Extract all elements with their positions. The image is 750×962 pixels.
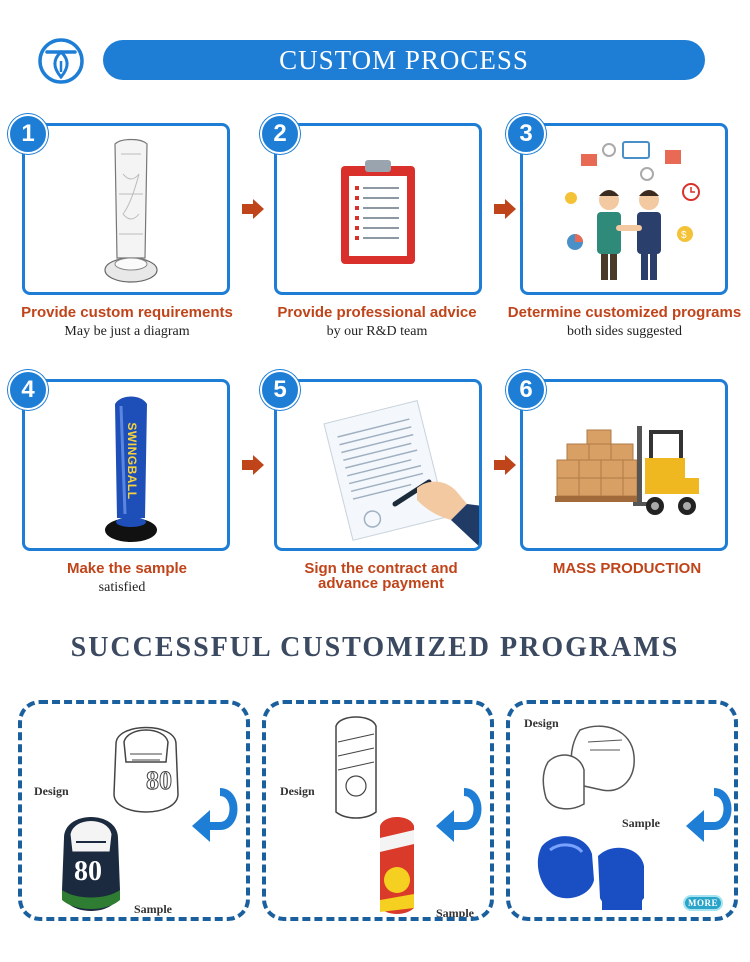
step-number-badge: 1 (8, 114, 48, 154)
step-title: Provide professional advice (277, 304, 477, 321)
sample-label: Sample (622, 816, 661, 830)
forklift-icon (551, 422, 703, 522)
turn-arrow-icon (682, 786, 734, 844)
step-title: Make the sample (66, 560, 188, 577)
clipboard-icon (339, 160, 417, 266)
more-button[interactable]: MORE (683, 895, 723, 911)
step-subtitle: satisfied (98, 580, 146, 595)
step-subtitle: May be just a diagram (64, 324, 190, 339)
design-sketch-icon (540, 720, 650, 816)
step-number-badge: 3 (506, 114, 546, 154)
page-title: CUSTOM PROCESS (279, 44, 529, 75)
step-number-badge: 6 (506, 370, 546, 410)
arrow-right-icon (242, 199, 264, 219)
step-number-badge: 4 (8, 370, 48, 410)
arrow-right-icon (494, 455, 516, 475)
arrow-right-icon (494, 199, 516, 219)
step-number-badge: 2 (260, 114, 300, 154)
step-subtitle: by our R&D team (326, 324, 428, 339)
design-label: Design (280, 784, 315, 798)
sample-product-icon: 80 (56, 804, 126, 917)
step-subtitle: both sides suggested (566, 324, 683, 339)
design-jersey-number: 80 (146, 766, 173, 796)
design-sketch-icon: 80 (106, 714, 186, 824)
design-label: Design (34, 784, 69, 798)
showcase-card-2: Design Sample (262, 700, 494, 921)
step-title: Determine customized programs (507, 304, 742, 321)
showcase-card-3: Design Sample (506, 700, 738, 921)
showcase-title: SUCCESSFUL CUSTOMIZED PROGRAMS (70, 632, 680, 663)
handshake-icon: $ (547, 136, 707, 286)
step-card-5 (274, 379, 482, 551)
design-label: Design (524, 716, 559, 730)
step-title: Provide custom requirements (21, 304, 233, 321)
turn-arrow-icon (432, 786, 486, 844)
showcase-card-1: 80 Design 80 Sample (18, 700, 250, 921)
contract-signing-icon (317, 400, 479, 548)
svg-text:$: $ (681, 230, 687, 241)
product-print-text: SWINGBALL (125, 422, 139, 500)
step-card-4: SWINGBALL (22, 379, 230, 551)
step-card-3: $ (520, 123, 728, 295)
step-card-1 (22, 123, 230, 295)
step-title: MASS PRODUCTION (552, 560, 702, 577)
inflatable-sample-icon (103, 390, 159, 546)
sample-jersey-number: 80 (74, 856, 102, 887)
arrow-right-icon (242, 455, 264, 475)
page-title-banner: CUSTOM PROCESS (103, 40, 705, 80)
inflatable-sketch-icon (101, 134, 161, 292)
sample-label: Sample (436, 906, 475, 920)
brand-logo (37, 37, 85, 85)
step-card-6 (520, 379, 728, 551)
step-number-badge: 5 (260, 370, 300, 410)
sample-product-icon (532, 826, 662, 914)
sample-product-icon (372, 812, 422, 917)
sample-label: Sample (134, 902, 173, 916)
step-title-line-1: Sign the contract and (304, 560, 458, 577)
step-card-2 (274, 123, 482, 295)
design-sketch-icon (326, 712, 386, 822)
step-title-line-2: advance payment (318, 575, 444, 592)
turn-arrow-icon (188, 786, 242, 844)
